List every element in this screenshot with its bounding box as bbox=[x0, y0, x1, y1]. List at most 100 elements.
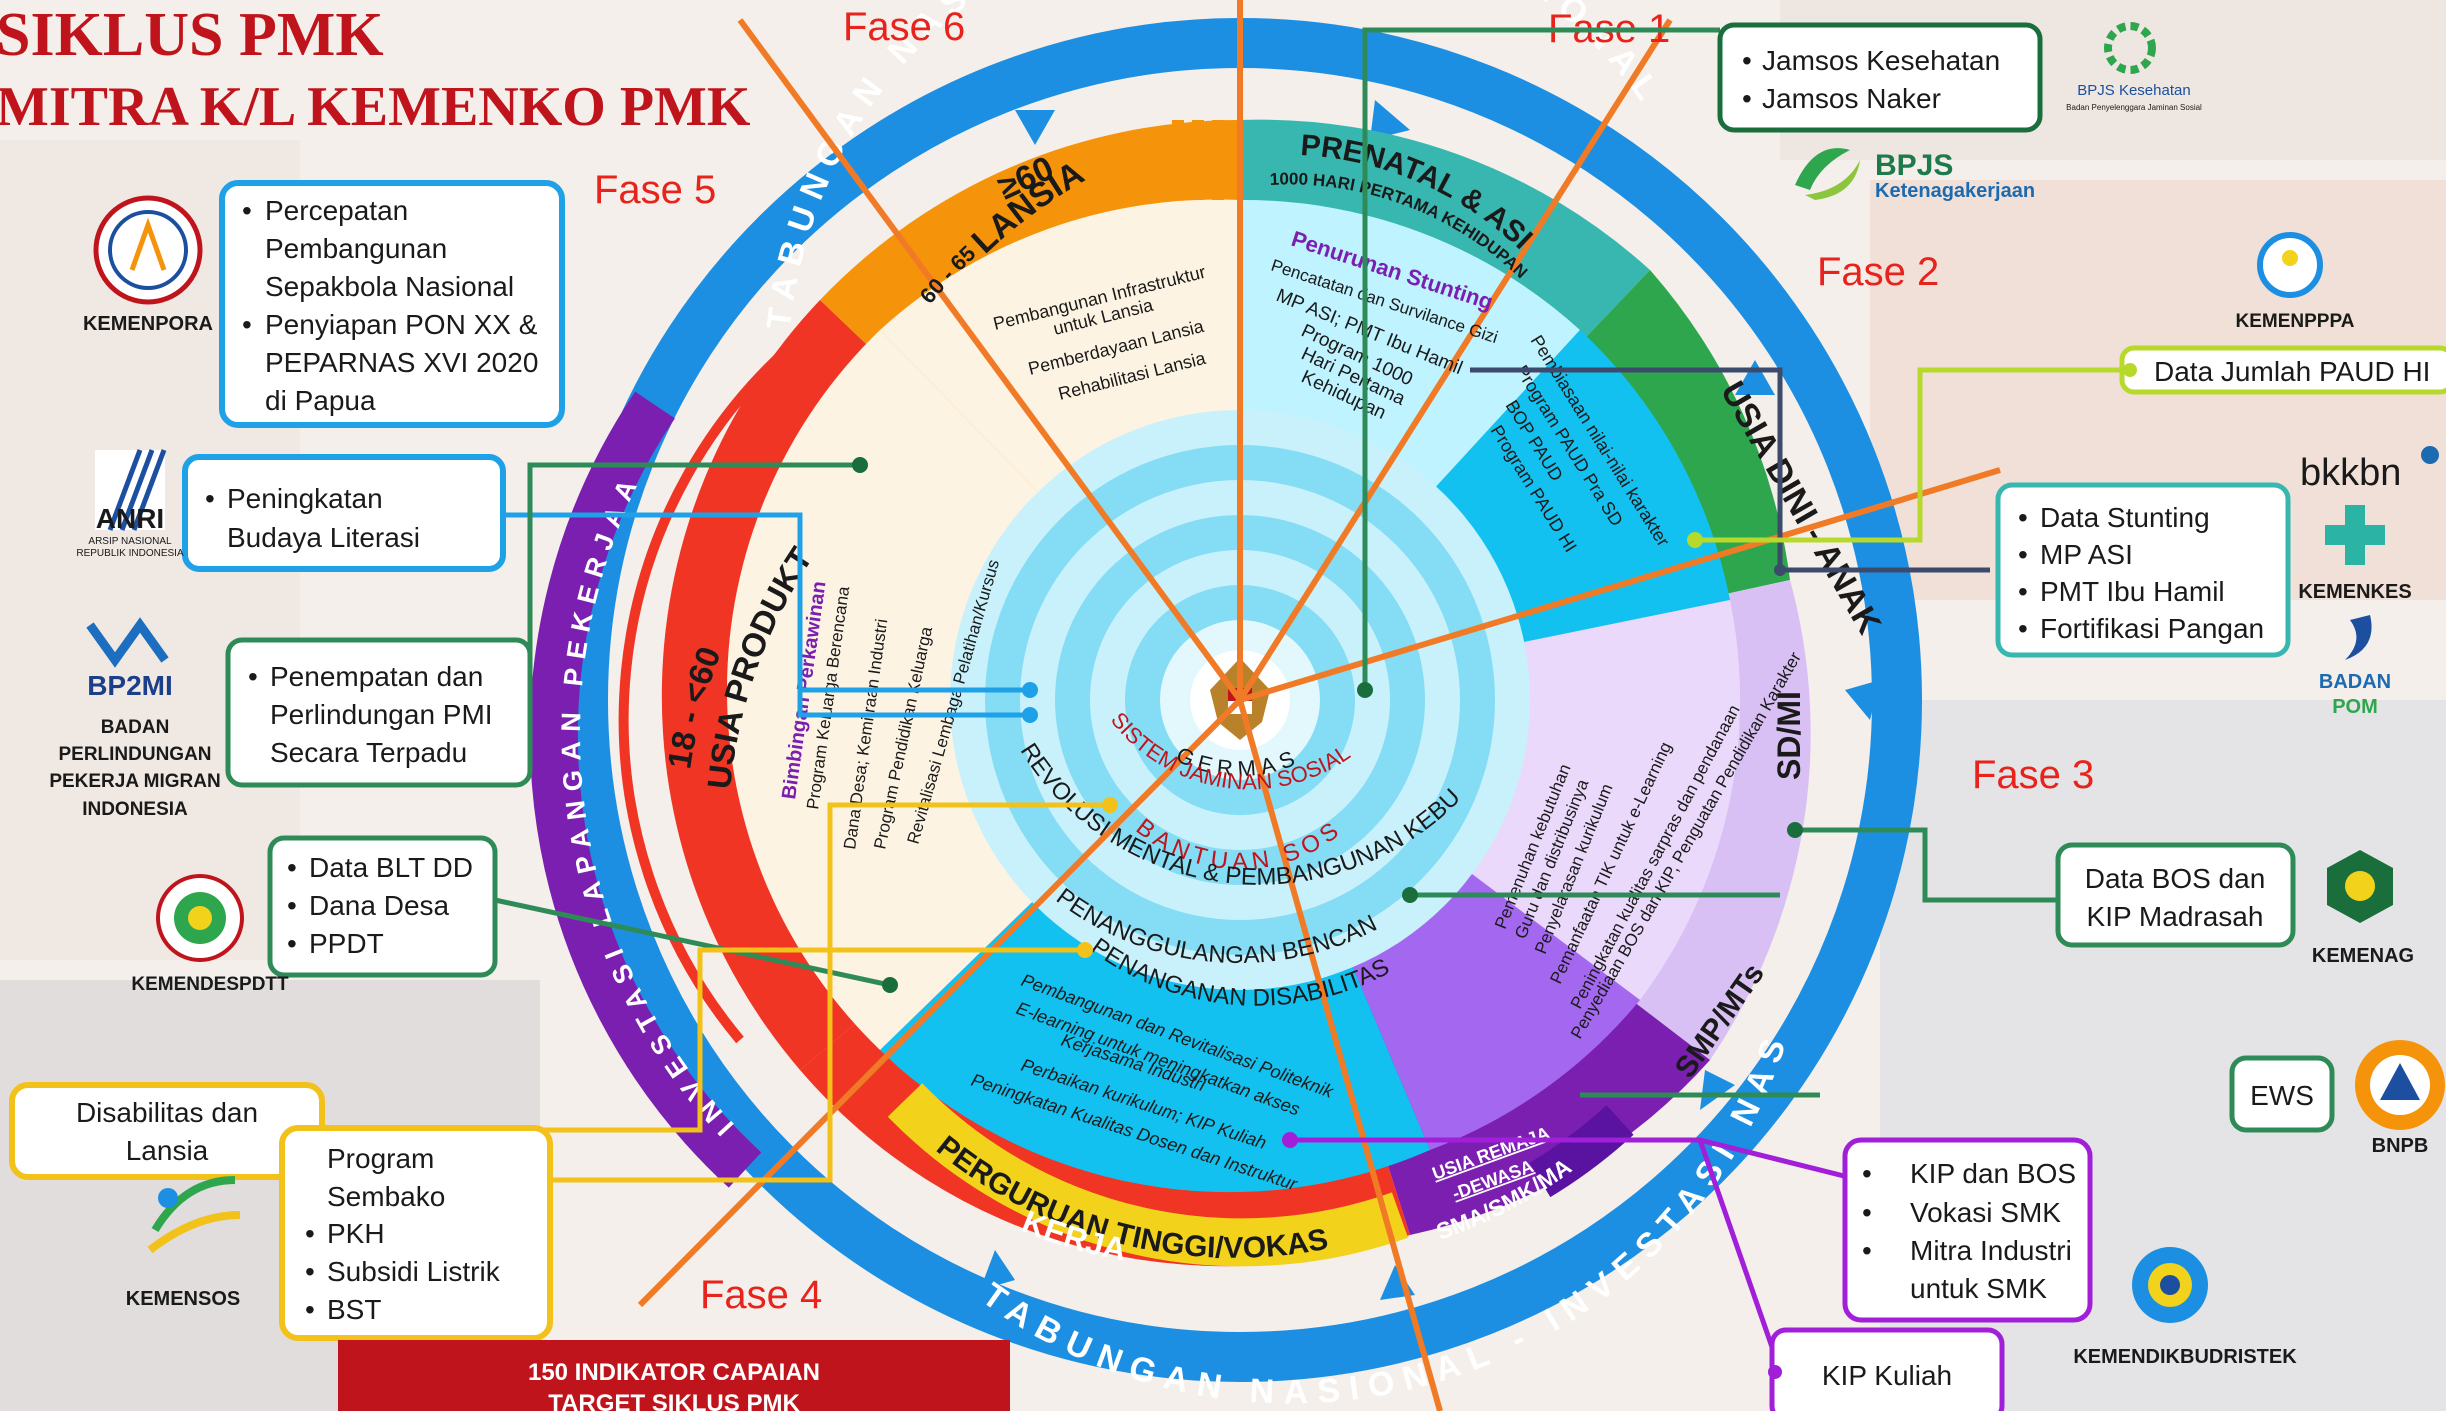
footer-banner: 150 INDIKATOR CAPAIAN TARGET SIKLUS PMK bbox=[338, 1340, 1010, 1411]
box-sembako: Program Sembako • PKH • Subsidi Listrik • B… bbox=[279, 1125, 553, 1341]
svg-text:Program: Program bbox=[327, 1143, 434, 1174]
svg-text:Lansia: Lansia bbox=[126, 1135, 209, 1166]
footer-line-1: 150 INDIKATOR CAPAIAN bbox=[528, 1359, 820, 1386]
bp2mi-label: BADAN PERLINDUNGAN PEKERJA MIGRAN INDONE… bbox=[49, 717, 220, 820]
svg-text:PEKERJA MIGRAN: PEKERJA MIGRAN bbox=[49, 771, 220, 792]
bpom-label-1: BADAN bbox=[2319, 671, 2391, 693]
svg-text:•: • bbox=[242, 309, 252, 340]
svg-text:Pembangunan: Pembangunan bbox=[265, 233, 447, 264]
svg-text:KIP Madrasah: KIP Madrasah bbox=[2087, 901, 2264, 932]
box-kip-bos: •KIP dan BOS •Vokasi SMK •Mitra Industri… bbox=[1842, 1137, 2093, 1323]
svg-text:Data BLT DD: Data BLT DD bbox=[309, 852, 473, 883]
svg-text:Fortifikasi Pangan: Fortifikasi Pangan bbox=[2040, 613, 2264, 644]
lansia-stripes bbox=[1172, 120, 1224, 200]
bpom-logo bbox=[2345, 615, 2372, 660]
box-kip-kuliah: KIP Kuliah bbox=[1768, 1327, 2005, 1411]
svg-text:Data Stunting: Data Stunting bbox=[2040, 502, 2210, 533]
kemendes-label: KEMENDESPDTT bbox=[131, 974, 289, 995]
svg-text:•: • bbox=[287, 890, 297, 921]
svg-text:Penempatan dan: Penempatan dan bbox=[270, 661, 483, 692]
svg-text:•: • bbox=[1862, 1235, 1872, 1266]
svg-text:Dana Desa: Dana Desa bbox=[309, 890, 450, 921]
kemenpora-label: KEMENPORA bbox=[83, 313, 213, 335]
svg-text:PERLINDUNGAN: PERLINDUNGAN bbox=[58, 744, 211, 765]
box-paud: Data Jumlah PAUD HI bbox=[2119, 345, 2446, 395]
svg-text:•: • bbox=[305, 1218, 315, 1249]
svg-text:Perlindungan PMI: Perlindungan PMI bbox=[270, 699, 493, 730]
svg-text:•: • bbox=[305, 1294, 315, 1325]
svg-text:•: • bbox=[242, 195, 252, 226]
svg-text:PPDT: PPDT bbox=[309, 928, 384, 959]
bkkbn-logo: bkkbn bbox=[2300, 452, 2401, 494]
svg-text:di Papua: di Papua bbox=[265, 385, 376, 416]
svg-text:EWS: EWS bbox=[2250, 1080, 2314, 1111]
kemenpora-logo bbox=[93, 195, 203, 305]
svg-text:•: • bbox=[2018, 502, 2028, 533]
bkkbn-dot-icon bbox=[2421, 446, 2439, 464]
svg-text:BPJS: BPJS bbox=[1875, 149, 1953, 182]
box-bos: Data BOS dan KIP Madrasah bbox=[2055, 842, 2296, 948]
svg-text:BADAN: BADAN bbox=[101, 717, 170, 738]
svg-text:•: • bbox=[287, 852, 297, 883]
svg-text:INDONESIA: INDONESIA bbox=[82, 799, 188, 820]
bpom-label-2: POM bbox=[2332, 696, 2378, 718]
box-blt: • Data BLT DD • Dana Desa • PPDT bbox=[267, 835, 498, 978]
bnpb-logo bbox=[2355, 1040, 2445, 1130]
svg-text:•: • bbox=[305, 1256, 315, 1287]
phase-3-label: Fase 3 bbox=[1972, 753, 2094, 797]
svg-text:REPUBLIK INDONESIA: REPUBLIK INDONESIA bbox=[76, 548, 184, 559]
phase-lines bbox=[637, 0, 2001, 1411]
svg-text:•: • bbox=[287, 928, 297, 959]
kemensos-logo bbox=[147, 1176, 241, 1254]
bnpb-label: BNPB bbox=[2372, 1135, 2429, 1157]
footer-line-2: TARGET SIKLUS PMK bbox=[548, 1390, 800, 1411]
svg-text:BP2MI: BP2MI bbox=[87, 670, 173, 701]
kemenkes-logo bbox=[2325, 505, 2385, 565]
svg-text:PKH: PKH bbox=[327, 1218, 385, 1249]
box-pon: •Percepatan Pembangunan Sepakbola Nasion… bbox=[219, 180, 565, 428]
svg-text:untuk SMK: untuk SMK bbox=[1910, 1273, 2047, 1304]
svg-text:MP ASI: MP ASI bbox=[2040, 539, 2133, 570]
phase-4-label: Fase 4 bbox=[700, 1273, 822, 1317]
svg-text:Peningkatan: Peningkatan bbox=[227, 483, 383, 514]
connectors bbox=[320, 27, 2235, 1371]
anri-logo: ANRI ARSIP NASIONAL REPUBLIK INDONESIA bbox=[76, 449, 184, 559]
box-jamsos: • Jamsos Kesehatan • Jamsos Naker bbox=[1717, 22, 2043, 133]
svg-text:KIP dan BOS: KIP dan BOS bbox=[1910, 1158, 2076, 1189]
box-text: Jamsos Naker bbox=[1762, 83, 1941, 114]
svg-text:BST: BST bbox=[327, 1294, 381, 1325]
kemenag-label: KEMENAG bbox=[2312, 945, 2414, 967]
kemendes-logo bbox=[156, 874, 244, 962]
svg-text:Sembako: Sembako bbox=[327, 1181, 445, 1212]
kemenag-logo bbox=[2327, 850, 2393, 923]
svg-text:BPJS Kesehatan: BPJS Kesehatan bbox=[2077, 82, 2190, 99]
ring-arrows bbox=[690, 100, 1880, 1300]
bpjs-kesehatan-logo: BPJS Kesehatan Badan Penyelenggara Jamin… bbox=[2066, 22, 2202, 112]
svg-text:Budaya Literasi: Budaya Literasi bbox=[227, 522, 420, 553]
svg-text:KIP Kuliah: KIP Kuliah bbox=[1822, 1360, 1952, 1391]
bp2mi-logo: BP2MI bbox=[86, 617, 173, 701]
sd-title: SD/MI bbox=[1771, 691, 1807, 780]
svg-text:•: • bbox=[1742, 45, 1752, 76]
phase-2-label: Fase 2 bbox=[1817, 250, 1939, 294]
kemenkes-label: KEMENKES bbox=[2298, 581, 2411, 603]
box-disab: Disabilitas dan Lansia bbox=[9, 1082, 325, 1180]
svg-text:•: • bbox=[2018, 539, 2028, 570]
svg-text:PMT Ibu Hamil: PMT Ibu Hamil bbox=[2040, 576, 2225, 607]
box-literasi: • Peningkatan Budaya Literasi bbox=[182, 454, 506, 572]
kemenpppa-label: KEMENPPPA bbox=[2236, 311, 2355, 332]
svg-text:•: • bbox=[2018, 613, 2028, 644]
svg-text:Vokasi SMK: Vokasi SMK bbox=[1910, 1197, 2061, 1228]
sma-band bbox=[1529, 1105, 1634, 1198]
page-subtitle: MITRA K/L KEMENKO PMK bbox=[0, 76, 751, 138]
phase-6-label: Fase 6 bbox=[843, 5, 965, 49]
svg-text:Data Jumlah PAUD HI: Data Jumlah PAUD HI bbox=[2154, 356, 2430, 387]
svg-text:•: • bbox=[1862, 1197, 1872, 1228]
svg-text:•: • bbox=[1862, 1158, 1872, 1189]
kemendikbud-label: KEMENDIKBUDRISTEK bbox=[2073, 1346, 2297, 1368]
svg-text:ARSIP NASIONAL: ARSIP NASIONAL bbox=[88, 536, 172, 547]
svg-text:•: • bbox=[205, 483, 215, 514]
svg-text:Subsidi Listrik: Subsidi Listrik bbox=[327, 1256, 501, 1287]
pt-band bbox=[887, 1083, 1409, 1267]
kemensos-label: KEMENSOS bbox=[126, 1288, 240, 1310]
